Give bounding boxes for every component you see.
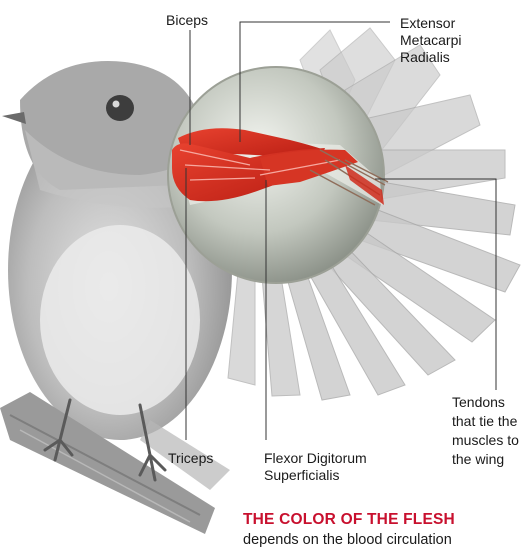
caption-body: depends on the blood circulation [243, 532, 452, 548]
label-flexor-digitorum-superficialis: Flexor Digitorum Superficialis [264, 450, 367, 484]
label-tendons: Tendons that tie the muscles to the wing [452, 393, 519, 469]
label-triceps: Triceps [168, 450, 213, 467]
caption-heading: THE COLOR OF THE FLESH [243, 511, 455, 529]
bird-beak [2, 112, 26, 124]
label-extensor-metacarpi-radialis: Extensor Metacarpi Radialis [400, 15, 461, 66]
label-biceps: Biceps [166, 12, 208, 29]
bird-eye [106, 95, 134, 121]
